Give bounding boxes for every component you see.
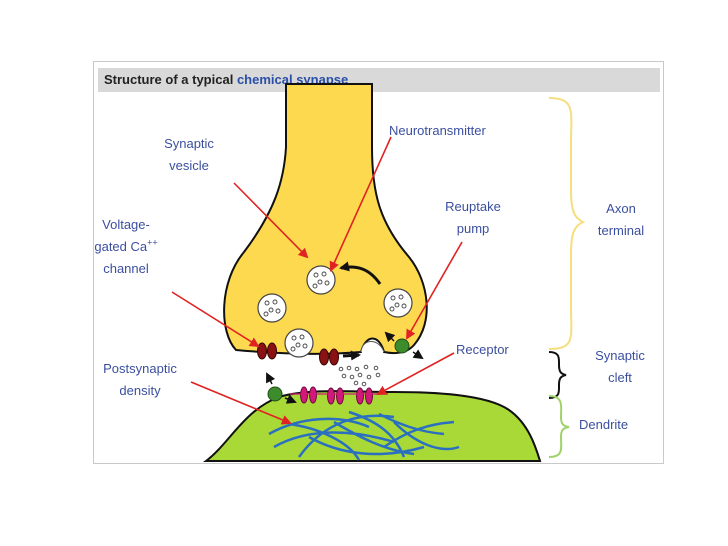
label-axon-terminal: Axon terminal [597,201,645,238]
title-bar: Structure of a typical chemical synapse [98,68,660,92]
dendrite-brace [548,395,570,458]
arrow-synaptic-vesicle [233,182,309,259]
arrow-reuptake-pump [406,241,463,340]
postsynaptic-density-fibres [268,410,460,461]
label-neurotransmitter: Neurotransmitter [389,123,486,138]
arrow-neurotransmitter [329,136,392,272]
arrow-postsynaptic-density [190,381,292,425]
pointer-arrows [171,136,463,425]
label-postsynaptic-density: Postsynaptic density [103,361,177,398]
label-reuptake-pump: Reuptake pump [445,199,501,236]
label-dendrite: Dendrite [579,417,629,432]
process-arrows [339,261,382,361]
synapse-figure: Structure of a typical chemical synapse [93,61,664,464]
title-text: Structure of a typical [104,72,234,87]
axon-terminal-shape [223,83,428,355]
axon-terminal-brace [548,97,586,350]
label-voltage-gated-channel: Voltage- gated Ca++ channel [94,217,158,276]
reuptake-pumps [267,338,410,402]
arrow-receptor [376,352,455,395]
cleft-neurotransmitters [338,364,381,387]
dendrite-shape [202,390,542,462]
vesicle-contents [263,271,407,352]
label-receptor: Receptor [456,342,509,357]
fusing-vesicle [360,341,385,353]
pump-arrows [266,331,424,404]
label-synaptic-cleft: Synaptic cleft [595,348,645,385]
synapse-diagram [171,83,586,462]
label-synaptic-vesicle: Synaptic vesicle [164,136,214,173]
arrow-calcium-channel [171,291,260,348]
synaptic-cleft-brace [548,351,567,399]
receptors [290,386,388,405]
calcium-channels [257,342,339,366]
